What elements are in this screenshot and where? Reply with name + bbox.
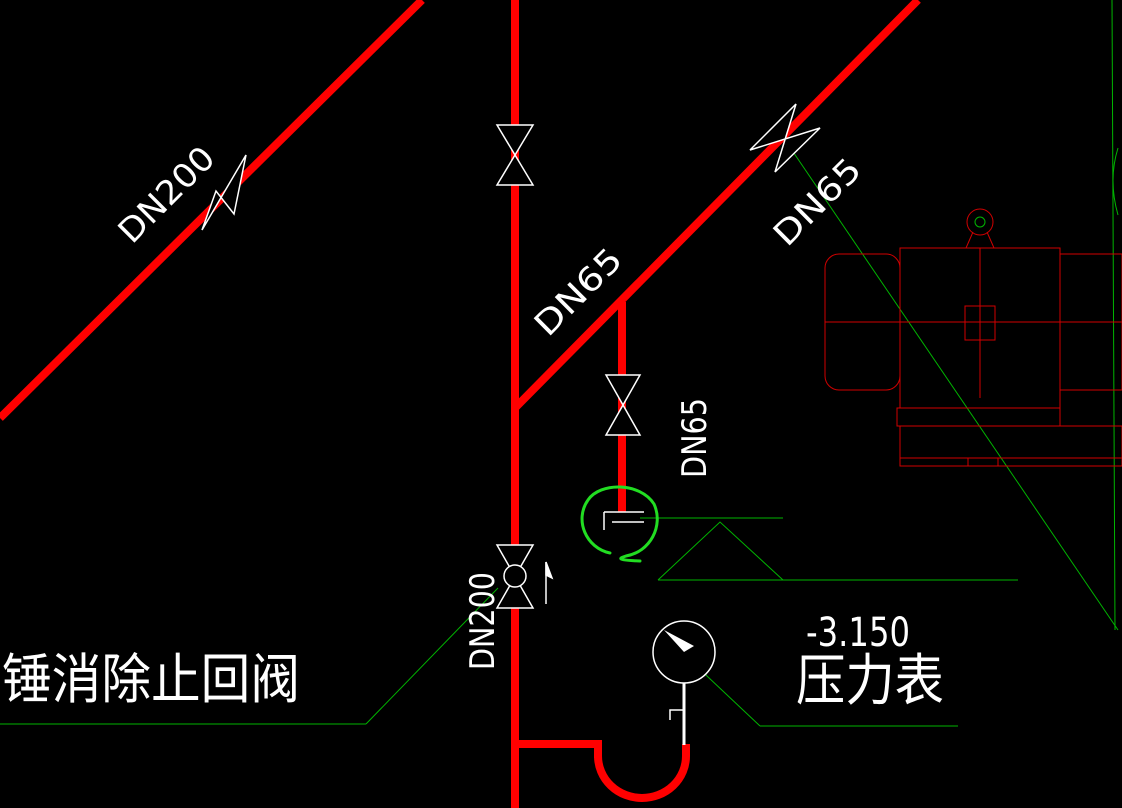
pipe-gauge-bypass (515, 740, 602, 758)
elevation-triangle-icon (657, 521, 784, 581)
label-dn65-vertical: DN65 (675, 398, 715, 478)
pump-motor-icon[interactable] (824, 208, 1122, 467)
pipe-dn65-diagonal (512, 0, 921, 411)
gate-valve-icon[interactable] (604, 374, 642, 436)
gate-valve-icon[interactable] (749, 103, 821, 173)
leader-lines (0, 0, 1119, 727)
pressure-gauge-icon[interactable] (652, 620, 716, 745)
gate-valve-icon[interactable] (201, 154, 247, 231)
pipe-siphon (594, 744, 690, 802)
check-valve-icon[interactable] (495, 544, 554, 609)
test-connection-icon (603, 511, 644, 530)
hand-drawn-circle-icon (580, 485, 659, 563)
label-dn200-lower: DN200 (463, 572, 503, 670)
label-check-valve: 锤消除止回阀 (2, 648, 300, 711)
label-pressure-gauge: 压力表 (796, 649, 944, 714)
label-elevation: -3.150 (806, 610, 910, 656)
gate-valve-icon[interactable] (495, 124, 535, 186)
